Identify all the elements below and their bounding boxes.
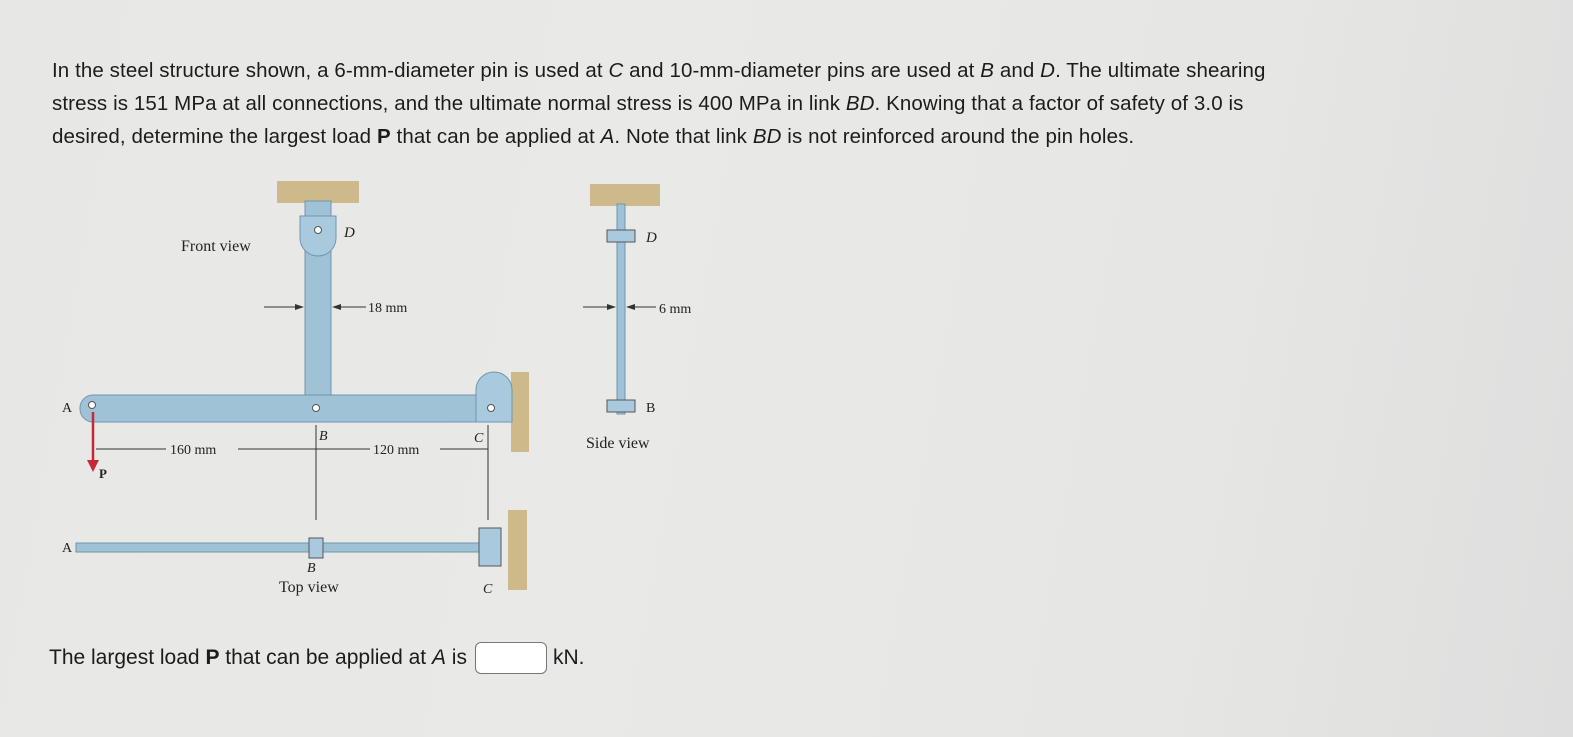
ceiling-support	[277, 181, 359, 203]
dim-bc-label: 120 mm	[373, 443, 419, 458]
label-d-side: D	[645, 230, 657, 246]
text-run: desired, determine the largest load	[52, 125, 377, 148]
label-b-front: B	[319, 429, 328, 444]
text-run: B	[980, 59, 995, 82]
text-run: A	[600, 125, 615, 148]
text-run: BD	[845, 92, 875, 115]
label-b-side: B	[646, 401, 655, 416]
text-run: that can be applied at	[219, 646, 432, 669]
problem-line-3: desired, determine the largest load P th…	[52, 120, 1492, 153]
wall-support-c	[511, 372, 529, 452]
text-run: P	[205, 646, 220, 669]
label-d-front: D	[343, 225, 355, 241]
problem-line-1: In the steel structure shown, a 6-mm-dia…	[52, 54, 1492, 87]
text-run: BD	[752, 125, 782, 148]
text-run: . Knowing that a factor of safety of 3.0…	[874, 92, 1244, 115]
text-run: C	[608, 59, 624, 82]
pin-a	[88, 401, 96, 409]
side-ceiling-support	[590, 184, 660, 206]
pin-c	[487, 404, 495, 412]
text-run: In the steel structure shown, a 6-mm-dia…	[52, 59, 609, 82]
text-run: and 10-mm-diameter pins are used at	[623, 59, 981, 82]
label-c-top: C	[483, 582, 493, 597]
load-p-label: P	[99, 466, 107, 481]
bracket-c	[475, 371, 513, 423]
text-run: stress is 151 MPa at all connections, an…	[52, 92, 846, 115]
side-link-bd	[616, 203, 626, 415]
dim-18-left-head	[295, 304, 304, 310]
side-pin-b	[606, 399, 636, 413]
dim-18-right-head	[332, 304, 341, 310]
label-a-front: A	[62, 401, 73, 416]
pin-b	[312, 404, 320, 412]
text-run: . The ultimate shearing	[1055, 59, 1266, 82]
text-run: D	[1040, 59, 1056, 82]
load-p-arrowhead	[87, 460, 99, 472]
text-run: is not reinforced around the pin holes.	[781, 125, 1135, 148]
side-pin-d	[606, 229, 636, 243]
text-run: and	[994, 59, 1041, 82]
answer-unit: kN.	[552, 646, 585, 669]
front-view-label: Front view	[181, 238, 251, 255]
structure-figure: P A D Front view 18 mm 160 mm 120 mm B C…	[62, 181, 691, 597]
top-view-pin-b	[308, 537, 324, 559]
answer-input[interactable]	[474, 642, 547, 674]
label-c-front: C	[474, 431, 484, 446]
member-abc	[79, 394, 501, 423]
link-bd-top-end	[299, 215, 337, 257]
top-view-member	[75, 542, 497, 553]
text-run: The largest load	[49, 646, 206, 669]
problem-statement: In the steel structure shown, a 6-mm-dia…	[52, 54, 1492, 153]
text-run: A	[431, 646, 446, 669]
top-view-wall	[508, 510, 527, 590]
dim-ab-label: 160 mm	[170, 443, 216, 458]
top-view-bracket-c	[478, 527, 502, 567]
answer-row: The largest load P that can be applied a…	[49, 642, 584, 674]
pin-d	[314, 226, 322, 234]
side-view-label: Side view	[586, 435, 650, 452]
answer-prompt: The largest load P that can be applied a…	[49, 646, 467, 670]
text-run: P	[376, 125, 391, 148]
dim-6-left-head	[607, 304, 616, 310]
dim-6-right-head	[626, 304, 635, 310]
dim-18-label: 18 mm	[368, 301, 407, 316]
label-a-top: A	[62, 541, 73, 556]
dim-6-label: 6 mm	[659, 302, 691, 317]
text-run: . Note that link	[614, 125, 753, 148]
text-run: that can be applied at	[390, 125, 601, 148]
label-b-top: B	[307, 561, 316, 576]
problem-line-2: stress is 151 MPa at all connections, an…	[52, 87, 1492, 120]
text-run: is	[445, 646, 467, 669]
top-view-label: Top view	[279, 579, 339, 596]
